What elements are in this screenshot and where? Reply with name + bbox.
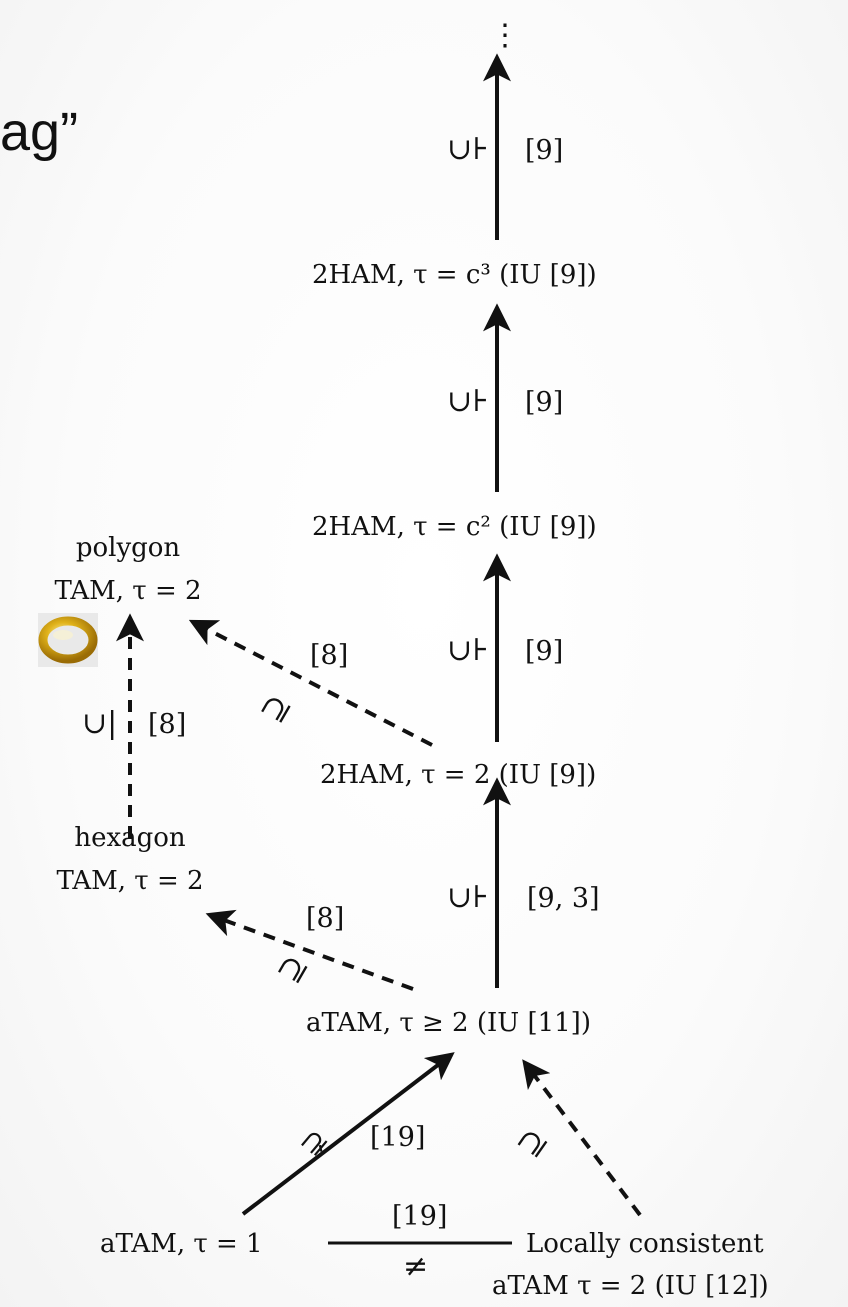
superset-eq-local-atam: ⊇ bbox=[511, 1123, 554, 1164]
node-hexagon-2: TAM, τ = 2 bbox=[56, 866, 203, 896]
node-2ham-c2: 2HAM, τ = c² (IU [9]) bbox=[312, 512, 597, 542]
node-atam-1: aTAM, τ = 1 bbox=[100, 1229, 263, 1259]
node-2ham-c3: 2HAM, τ = c³ (IU [9]) bbox=[312, 260, 597, 290]
node-polygon-1: polygon bbox=[76, 533, 181, 563]
arrow-ham2-to-polygon bbox=[188, 619, 433, 747]
ref-hexagon-polygon: [8] bbox=[148, 709, 186, 740]
ref-c3-c2: [9] bbox=[525, 387, 563, 418]
ref-ham2-atam: [9, 3] bbox=[527, 883, 600, 914]
gold-ring-icon bbox=[38, 613, 98, 667]
node-atam-ge2: aTAM, τ ≥ 2 (IU [11]) bbox=[306, 1008, 591, 1038]
strict-superset-vertical-top: ∪⊦ bbox=[447, 132, 489, 167]
strict-superset-vertical-c2-2: ∪⊦ bbox=[447, 633, 489, 668]
ref-ham2-polygon: [8] bbox=[310, 640, 348, 671]
continuation-dots: ⋮ bbox=[490, 18, 520, 53]
node-locally-consistent-2: aTAM τ = 2 (IU [12]) bbox=[492, 1271, 769, 1301]
node-polygon-2: TAM, τ = 2 bbox=[54, 576, 201, 606]
strict-superset-vertical-ham2-atam: ∪⊦ bbox=[447, 880, 489, 915]
superset-eq-atam-hexagon: ⊇ bbox=[271, 950, 314, 989]
superset-eq-vertical-hexagon-polygon: ∪| bbox=[82, 706, 117, 741]
strict-superset-vertical-c3-c2: ∪⊦ bbox=[447, 384, 489, 419]
ref-atam1-atam: [19] bbox=[370, 1122, 425, 1153]
node-hexagon-1: hexagon bbox=[74, 823, 186, 853]
ref-atam1-local: [19] bbox=[392, 1201, 447, 1232]
arrow-local-to-atam bbox=[522, 1059, 642, 1217]
ref-c2-2: [9] bbox=[525, 636, 563, 667]
node-2ham-2: 2HAM, τ = 2 (IU [9]) bbox=[320, 760, 596, 790]
slide-title-fragment: ag” bbox=[0, 102, 78, 162]
not-equal-atam1-local: ≠ bbox=[403, 1249, 428, 1284]
strict-superset-atam1-atam: ⊋ bbox=[293, 1122, 336, 1164]
superset-eq-ham2-polygon: ⊇ bbox=[254, 689, 297, 728]
ref-atam-hexagon: [8] bbox=[306, 903, 344, 934]
node-locally-consistent-1: Locally consistent bbox=[526, 1229, 764, 1259]
arrow-atam1-to-atam bbox=[241, 1052, 455, 1216]
ref-top: [9] bbox=[525, 135, 563, 166]
arrow-atam-to-hexagon bbox=[205, 909, 414, 991]
